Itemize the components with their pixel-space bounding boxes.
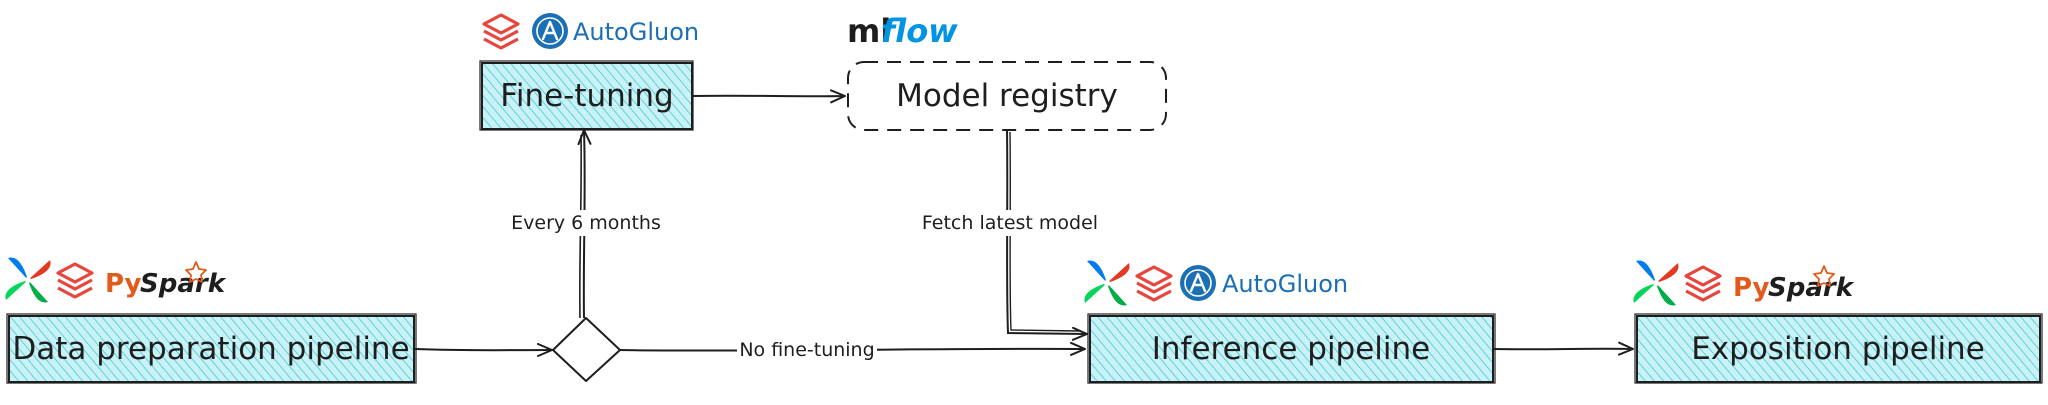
edge-label-fetch-latest-model: Fetch latest model: [922, 212, 1098, 234]
node-data-preparation-label: Data preparation pipeline: [12, 331, 409, 367]
edge-inference-to-exposition: [1493, 341, 1634, 356]
autogluon-icon: [530, 11, 570, 51]
decision-diamond[interactable]: [552, 317, 621, 382]
mlflow-logo: ml flow: [847, 12, 958, 50]
airflow-icon: [1084, 260, 1130, 306]
node-fine-tuning[interactable]: Fine-tuning: [479, 60, 694, 131]
mlflow-flow-text: flow: [881, 12, 958, 50]
inference-logos: AutoGluon: [1084, 260, 1348, 306]
svg-text:Spark: Spark: [140, 269, 227, 299]
edge-fine-tuning-to-registry: [692, 89, 846, 104]
edge-data-prep-to-decision: [414, 343, 553, 358]
autogluon-icon: [1178, 263, 1218, 303]
autogluon-wordmark: AutoGluon: [573, 18, 699, 46]
edge-label-no-fine-tuning: No fine-tuning: [739, 339, 874, 361]
node-exposition-label: Exposition pipeline: [1691, 331, 1985, 367]
edge-registry-to-inference: [1006, 129, 1088, 341]
node-exposition[interactable]: Exposition pipeline: [1634, 313, 2043, 384]
node-model-registry[interactable]: Model registry: [847, 61, 1167, 131]
pyspark-logo: Py Spark: [105, 261, 227, 299]
node-model-registry-label: Model registry: [896, 78, 1118, 114]
node-fine-tuning-label: Fine-tuning: [500, 78, 673, 114]
exposition-logos: Py Spark: [1633, 260, 1855, 306]
pyspark-logo: Py Spark: [1733, 265, 1855, 303]
airflow-icon: [1633, 260, 1679, 306]
data-prep-logos: Py Spark: [5, 257, 227, 303]
databricks-icon: [482, 13, 520, 50]
databricks-icon: [1135, 265, 1173, 302]
autogluon-wordmark: AutoGluon: [1222, 270, 1348, 298]
node-inference[interactable]: Inference pipeline: [1087, 313, 1496, 384]
databricks-icon: [1684, 265, 1722, 302]
fine-tuning-logos: AutoGluon: [482, 11, 699, 51]
databricks-icon: [56, 262, 94, 299]
svg-text:Py: Py: [1733, 273, 1770, 303]
airflow-icon: [5, 257, 51, 303]
node-inference-label: Inference pipeline: [1152, 331, 1431, 367]
edge-label-every-6-months: Every 6 months: [511, 212, 661, 234]
node-data-preparation[interactable]: Data preparation pipeline: [6, 313, 417, 384]
svg-text:Py: Py: [105, 269, 142, 299]
mlflow-ml-text: ml: [847, 12, 891, 50]
svg-text:Spark: Spark: [1768, 273, 1855, 303]
